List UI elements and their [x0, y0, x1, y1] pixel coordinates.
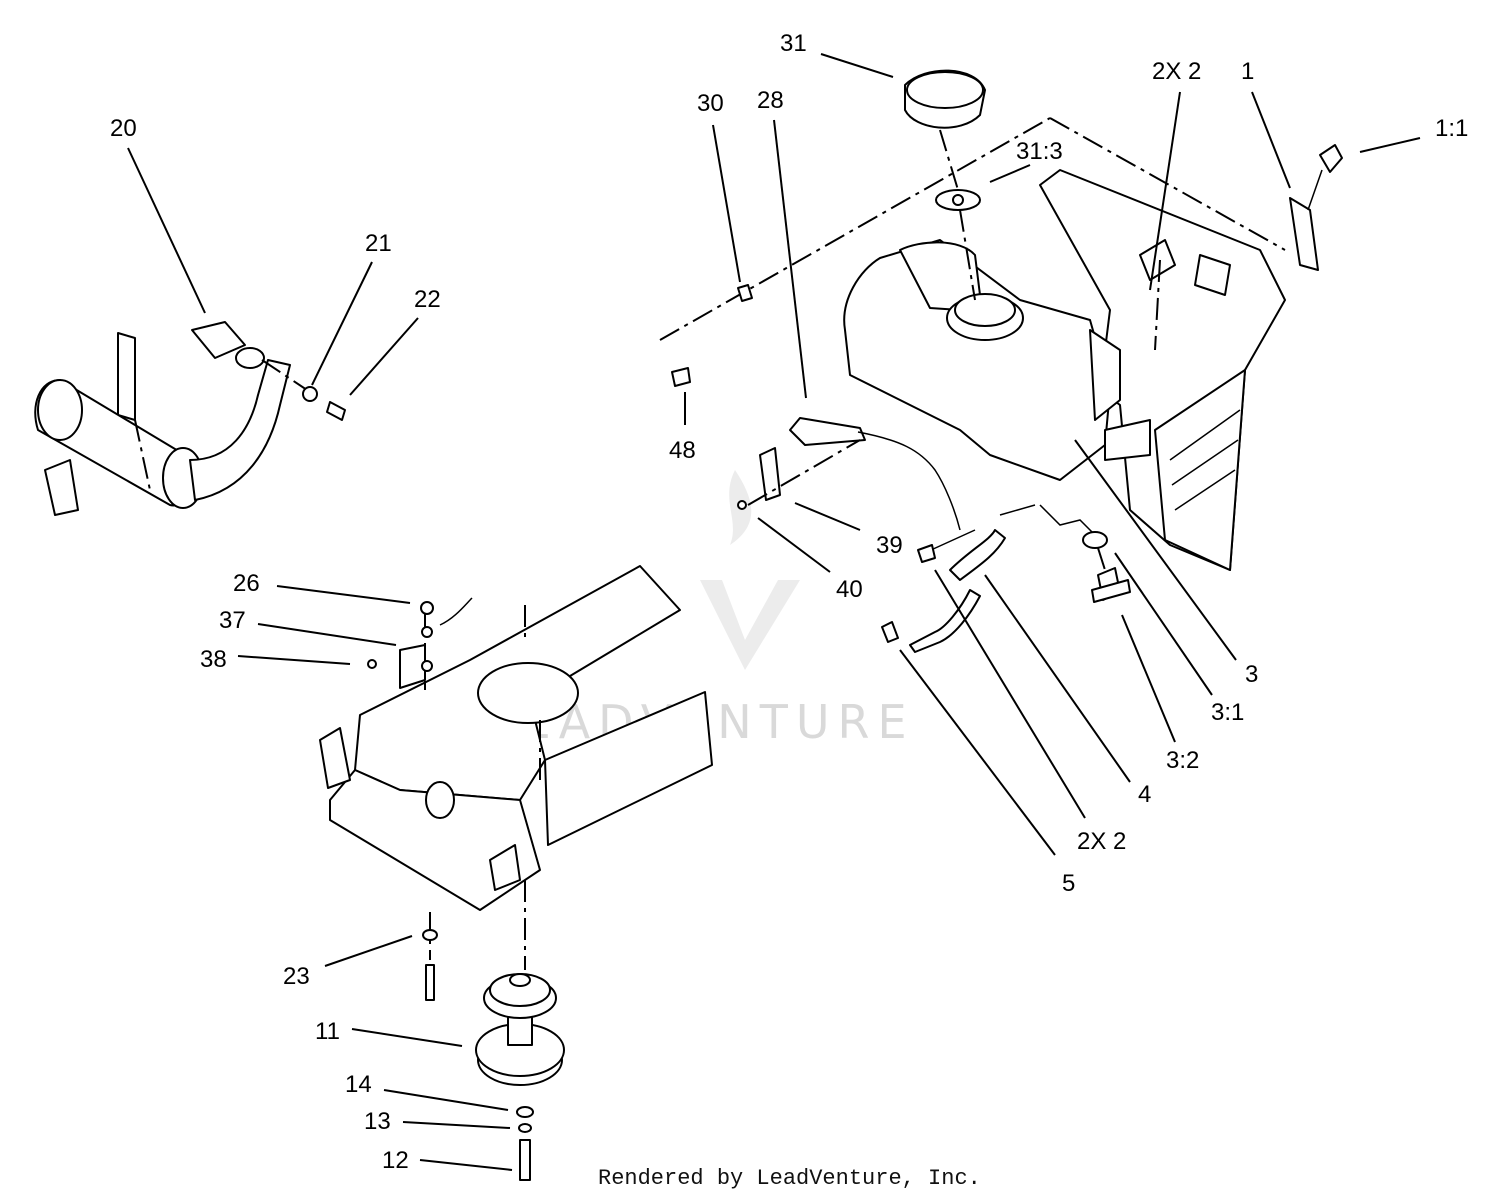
callout-26: 26 [233, 570, 260, 597]
callout-labels: 20 21 22 26 37 38 23 11 14 13 12 30 28 3… [110, 30, 1468, 1174]
callout-40: 40 [836, 576, 863, 603]
fuel-line-assembly [671, 284, 1131, 653]
callout-4: 4 [1138, 781, 1151, 808]
callout-5: 5 [1062, 870, 1075, 897]
callout-28: 28 [757, 87, 784, 114]
callout-38: 38 [200, 646, 227, 673]
callout-2x2-bottom: 2X 2 [1077, 828, 1126, 855]
callout-2x2-top: 2X 2 [1152, 58, 1201, 85]
callout-13: 13 [364, 1108, 391, 1135]
callout-12: 12 [382, 1147, 409, 1174]
callout-30: 30 [697, 90, 724, 117]
callout-20: 20 [110, 115, 137, 142]
callout-3-2: 3:2 [1166, 747, 1199, 774]
callout-1-1: 1:1 [1435, 115, 1468, 142]
callout-37: 37 [219, 607, 246, 634]
muffler-assembly [34, 321, 346, 516]
callout-3: 3 [1245, 661, 1258, 688]
fuel-tank-assembly [659, 69, 1343, 571]
pulley-assembly [422, 929, 565, 1181]
callout-48: 48 [669, 437, 696, 464]
callout-14: 14 [345, 1071, 372, 1098]
callout-31: 31 [780, 30, 807, 57]
footer-credit: Rendered by LeadVenture, Inc. [598, 1166, 981, 1191]
callout-3-1: 3:1 [1211, 699, 1244, 726]
callout-1: 1 [1241, 58, 1254, 85]
callout-22: 22 [414, 286, 441, 313]
callout-23: 23 [283, 963, 310, 990]
callout-21: 21 [365, 230, 392, 257]
frame-assembly [319, 565, 713, 970]
callout-11: 11 [315, 1018, 340, 1045]
callout-39: 39 [876, 532, 903, 559]
leader-lines [127, 53, 1421, 1171]
callout-31-3: 31:3 [1016, 138, 1063, 165]
